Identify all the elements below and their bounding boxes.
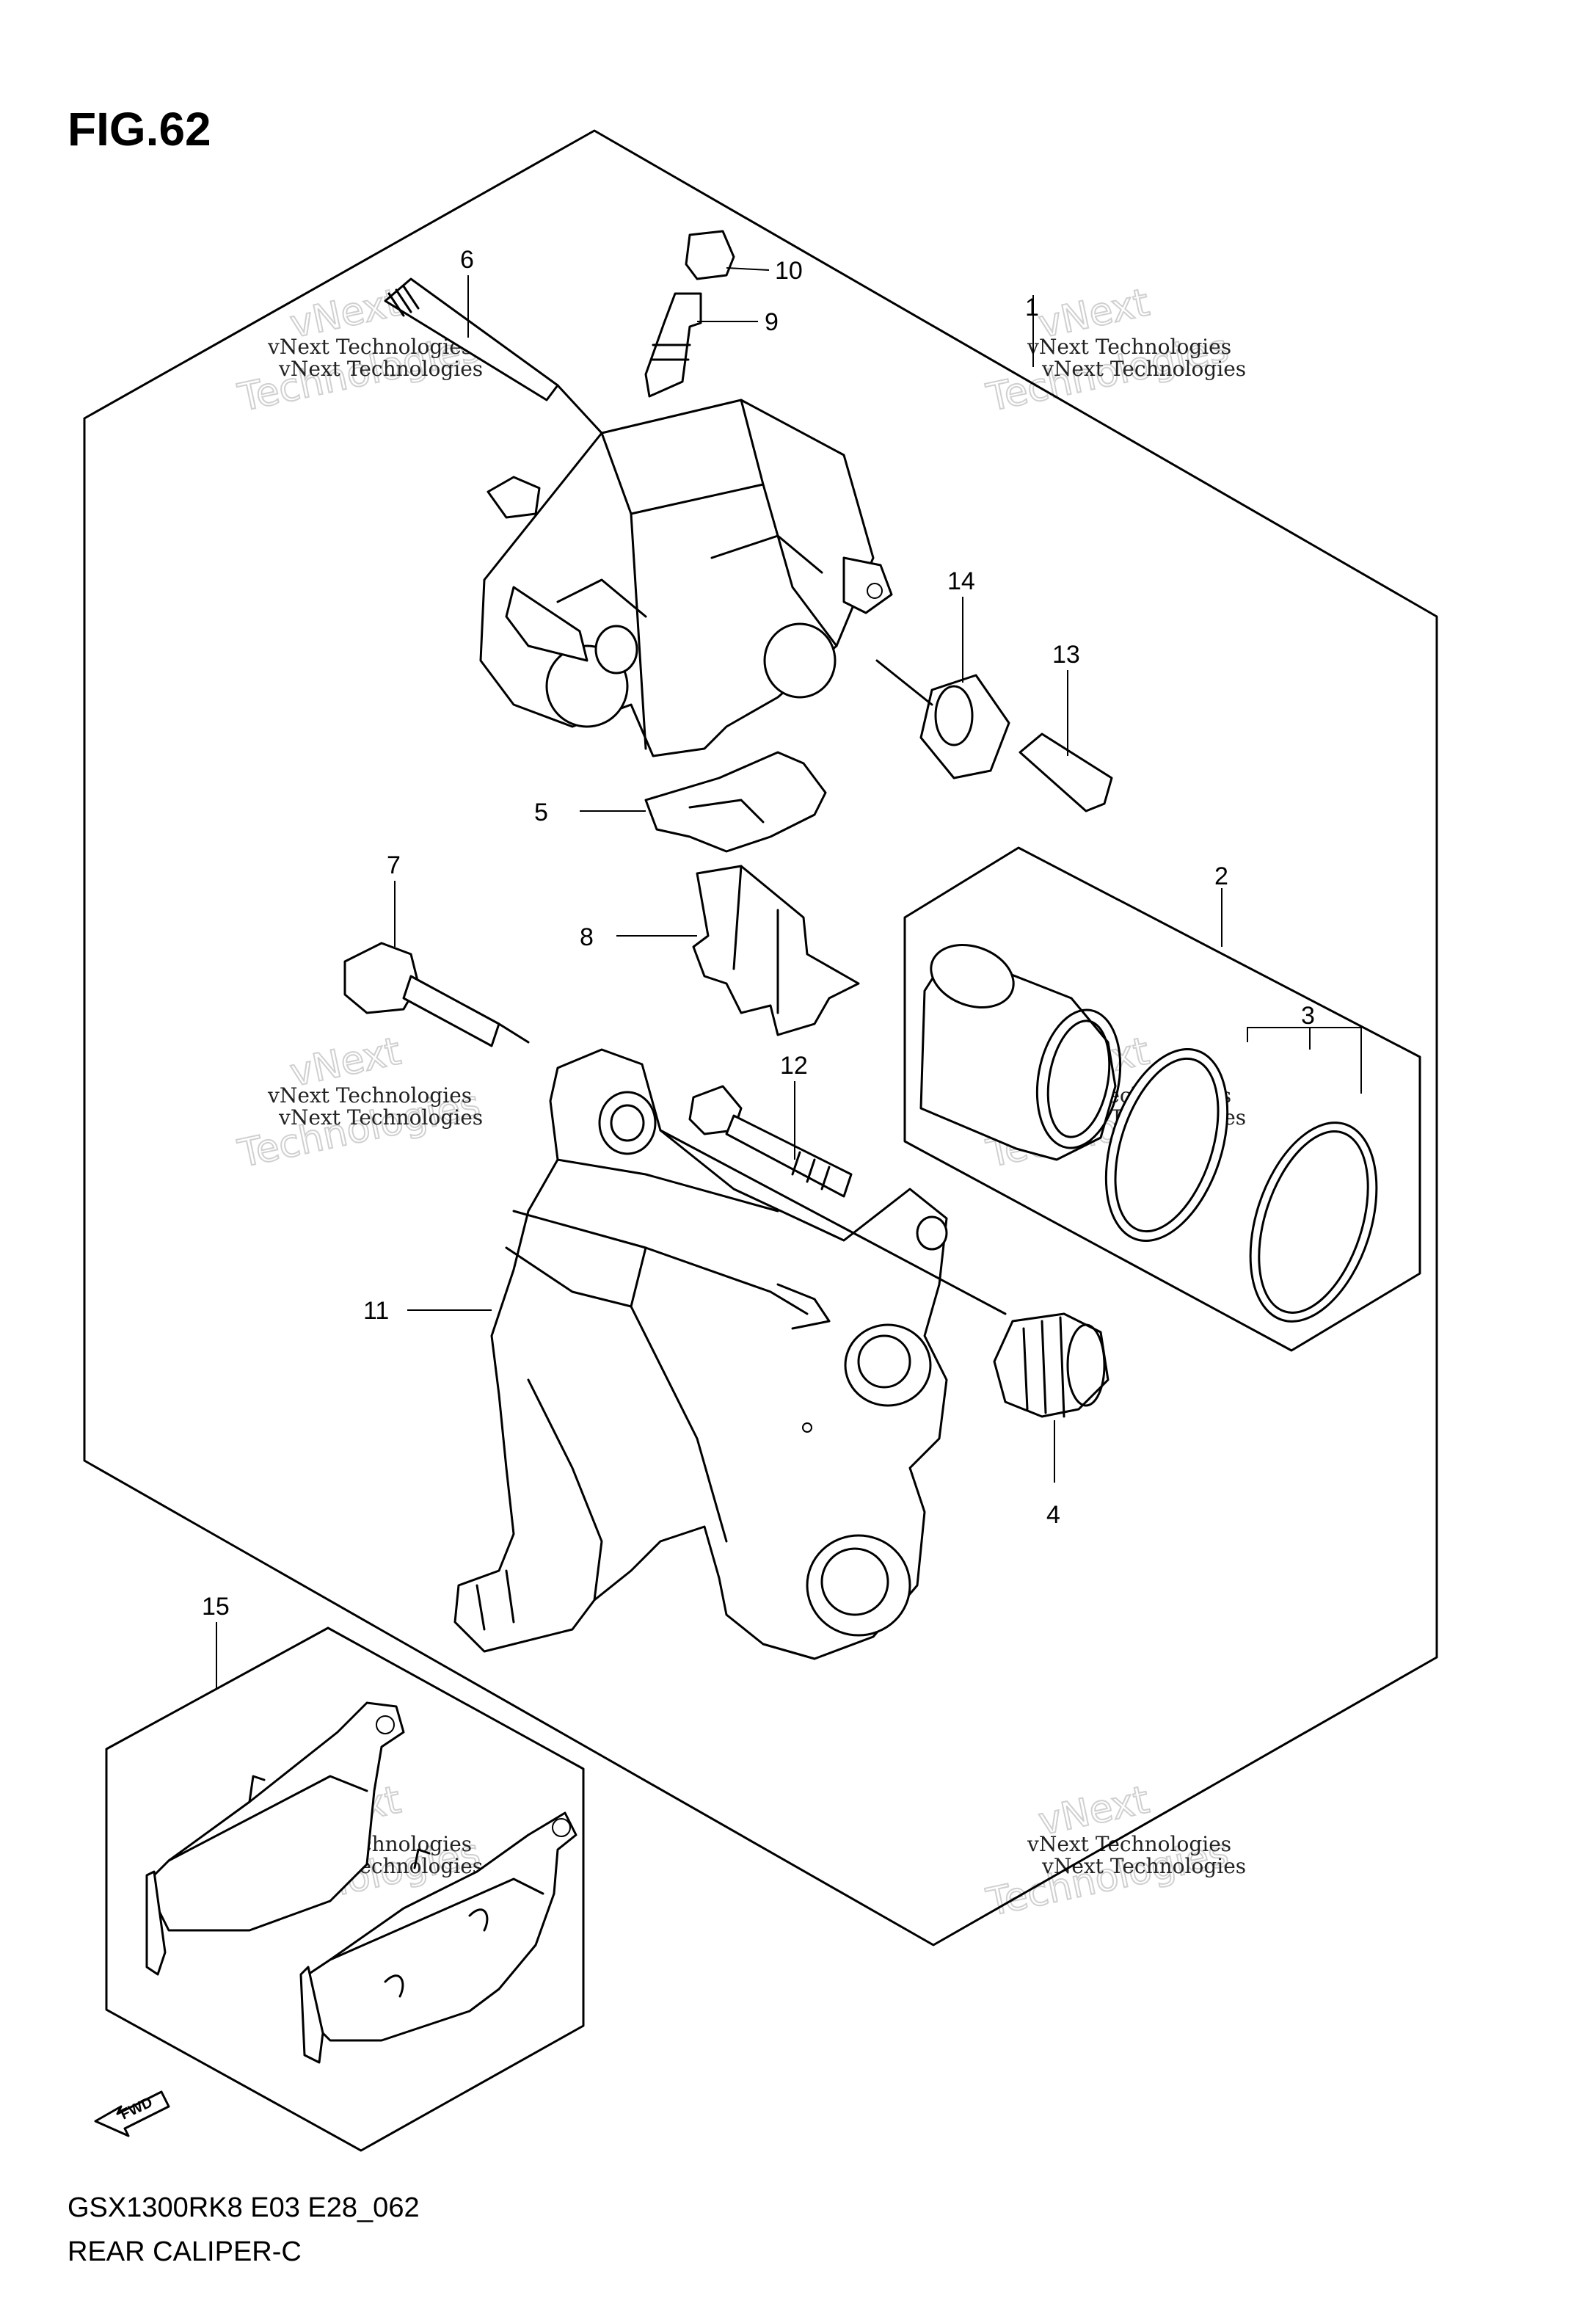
svg-text:vNext Technologies: vNext Technologies <box>1027 1832 1231 1856</box>
pad-pin <box>384 277 603 435</box>
callout-15: 15 <box>202 1593 230 1621</box>
watermark-mid-left: vNext Technologies vNext Technologies vN… <box>233 1028 484 1177</box>
svg-text:vNext Technologies: vNext Technologies <box>267 335 472 359</box>
piston <box>919 943 1122 1161</box>
bolt <box>343 942 530 1047</box>
callout-9: 9 <box>765 308 779 336</box>
callout-4: 4 <box>1046 1501 1060 1529</box>
pad-spring <box>644 751 827 853</box>
watermark-top-right: vNext Technologies vNext Technologies vN… <box>982 280 1246 421</box>
watermark-bottom-right: vNext Technologies vNext Technologies vN… <box>982 1777 1246 1925</box>
callout-3: 3 <box>1301 1002 1315 1030</box>
brake-pad-boundary <box>105 1626 585 2152</box>
bracket-pin <box>688 1085 853 1198</box>
callout-7: 7 <box>387 851 401 879</box>
assembly-boundary <box>83 129 1438 1946</box>
caliper-bracket <box>453 1048 1007 1660</box>
svg-text:vNext Technologies: vNext Technologies <box>267 1083 472 1108</box>
callout-numbers: 1 2 3 4 5 6 7 8 9 10 11 12 13 14 15 <box>202 246 1315 1621</box>
callout-11: 11 <box>363 1297 389 1325</box>
retainer <box>692 865 860 1036</box>
figure-title: FIG.62 <box>68 103 211 156</box>
watermark-top-left: vNext Technologies vNext Technologies vN… <box>233 280 484 421</box>
callout-1: 1 <box>1025 294 1039 321</box>
seal-set <box>1104 1048 1378 1323</box>
boot <box>993 1312 1109 1418</box>
fwd-arrow-icon: FWD <box>94 2090 170 2137</box>
piston-seal-boundary <box>903 846 1421 1352</box>
figure-caption: REAR CALIPER-C <box>68 2236 302 2267</box>
callout-6: 6 <box>460 246 474 274</box>
callout-8: 8 <box>580 923 594 951</box>
brake-pad-set <box>145 1701 577 2064</box>
callout-10: 10 <box>775 257 803 285</box>
svg-text:vNext Technologies: vNext Technologies <box>278 1105 483 1130</box>
slide-pin <box>1019 733 1113 813</box>
svg-text:vNext Technologies: vNext Technologies <box>1027 335 1231 359</box>
callout-13: 13 <box>1052 641 1080 669</box>
svg-text:vNext Technologies: vNext Technologies <box>1041 357 1246 381</box>
slide-boot <box>875 659 1010 779</box>
callout-2: 2 <box>1214 862 1228 890</box>
bleeder-cap <box>685 230 735 280</box>
callout-14: 14 <box>947 567 975 595</box>
bleeder-valve <box>644 292 702 398</box>
caliper-body <box>479 399 893 757</box>
leader-lines <box>216 267 1362 1688</box>
callout-12: 12 <box>780 1052 808 1080</box>
svg-text:vNext Technologies: vNext Technologies <box>1041 1854 1246 1878</box>
svg-text:vNext Technologies: vNext Technologies <box>278 357 483 381</box>
callout-5: 5 <box>534 799 548 826</box>
model-code: GSX1300RK8 E03 E28_062 <box>68 2192 420 2223</box>
